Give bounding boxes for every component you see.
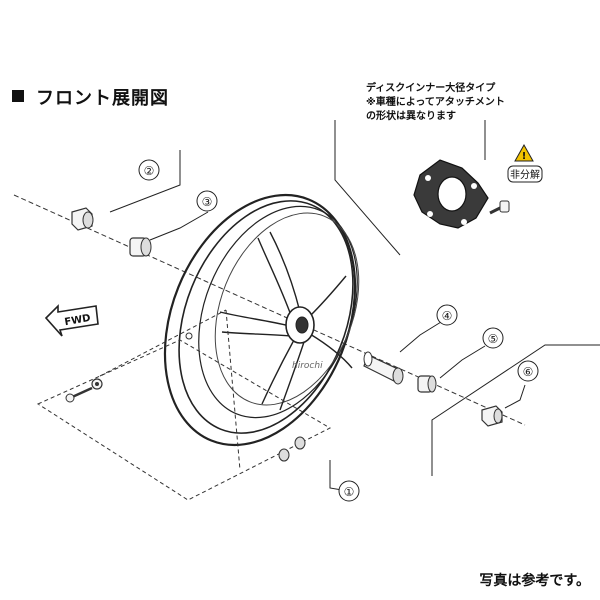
title-bullet-square bbox=[12, 90, 24, 102]
part-5-leader bbox=[439, 345, 486, 379]
warning-triangle-icon bbox=[514, 143, 534, 162]
collar-right bbox=[417, 375, 437, 393]
callout-4-label: ④ bbox=[442, 309, 453, 323]
part-1-small-screw bbox=[65, 378, 103, 403]
disc-attachment bbox=[413, 159, 489, 229]
fwd-label: FWD bbox=[64, 313, 92, 328]
fwd-arrow-icon bbox=[44, 304, 99, 337]
callout-6: ⑥ bbox=[517, 360, 539, 382]
warning-badge: ! 非分解 bbox=[507, 143, 543, 183]
wheel bbox=[163, 193, 360, 447]
callout-4: ④ bbox=[436, 304, 458, 326]
axle-spacer bbox=[363, 351, 404, 385]
axle-bolt-right bbox=[481, 405, 503, 427]
warning-label: 非分解 bbox=[510, 168, 540, 181]
part-1-valve-parts bbox=[278, 436, 306, 462]
callout-3: ③ bbox=[196, 190, 218, 212]
part-3-leader bbox=[149, 211, 209, 241]
note-line-2: ※車種によってアタッチメント bbox=[366, 97, 505, 108]
callout-2-label: ② bbox=[144, 164, 155, 178]
wheel-hub bbox=[285, 306, 315, 344]
photo-caption: 写真は参考です。 bbox=[479, 573, 590, 589]
callout-5: ⑤ bbox=[482, 327, 504, 349]
part-1-leader bbox=[329, 460, 343, 491]
right-bracket-line bbox=[431, 344, 600, 476]
note-line-1: ディスクインナー大径タイプ bbox=[366, 83, 496, 94]
callout-6-label: ⑥ bbox=[523, 365, 534, 379]
page-title: フロント展開図 bbox=[36, 88, 169, 109]
callout-3-label: ③ bbox=[202, 195, 213, 209]
axle-nut-left bbox=[71, 207, 94, 231]
callout-2: ② bbox=[138, 159, 160, 181]
wheel-spokes bbox=[219, 231, 353, 411]
svg-text:!: ! bbox=[522, 151, 527, 162]
attachment-bolt bbox=[489, 200, 510, 215]
part-4-leader bbox=[399, 321, 442, 353]
callout-5-label: ⑤ bbox=[488, 332, 499, 346]
axle-center-line bbox=[13, 194, 526, 426]
valve-hole bbox=[185, 332, 193, 340]
part-2-leader bbox=[109, 150, 181, 213]
part-6-leader bbox=[504, 384, 526, 409]
callout-1-label: ① bbox=[344, 485, 355, 499]
collar-left bbox=[129, 237, 152, 257]
disc-inner-note: ディスクインナー大径タイプ ※車種によってアタッチメント の形状は異なります bbox=[366, 82, 505, 124]
note-line-3: の形状は異なります bbox=[366, 111, 456, 122]
callout-1: ① bbox=[338, 480, 360, 502]
note-leader-lines bbox=[334, 120, 486, 256]
watermark: hirochi bbox=[292, 361, 323, 371]
forward-arrow: FWD bbox=[44, 304, 99, 337]
part-1-dashed-box bbox=[36, 309, 332, 501]
